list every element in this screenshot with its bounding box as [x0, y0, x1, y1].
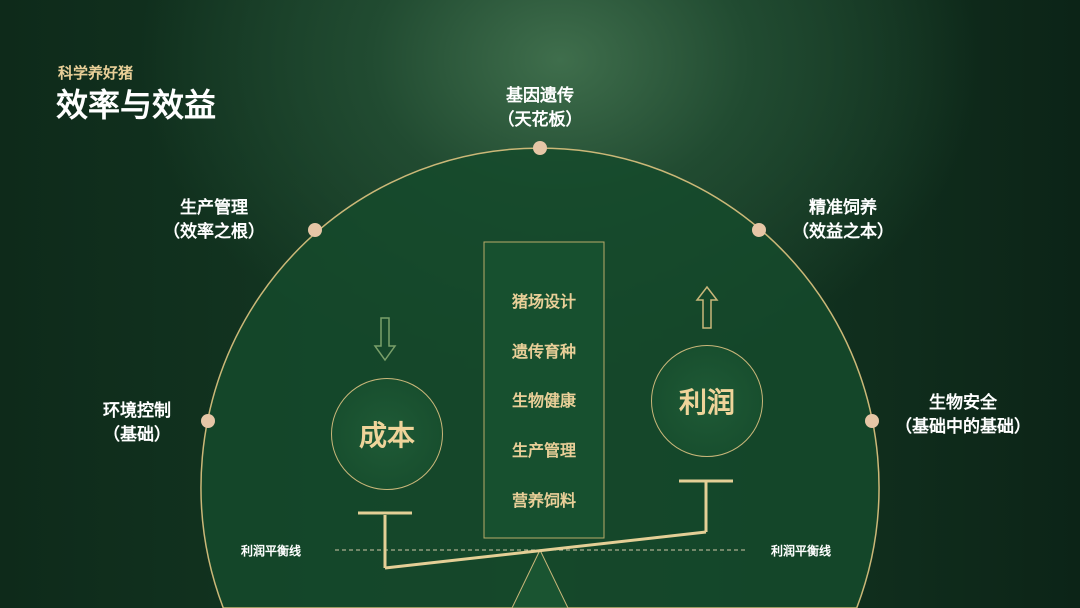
down-arrow-icon: [373, 317, 397, 362]
profit-circle: 利润: [651, 345, 763, 457]
node-biosecurity: 生物安全（基础中的基础）: [895, 393, 1031, 437]
slide-title: 效率与效益: [56, 86, 217, 124]
balance-line-label-left: 利润平衡线: [241, 544, 302, 558]
node-environment-control: 环境控制（基础）: [103, 401, 171, 445]
fulcrum-triangle: [511, 548, 569, 608]
center-item: 生产管理: [511, 441, 576, 460]
node-dots: [201, 141, 879, 428]
node-production-management: 生产管理（效率之根）: [163, 198, 265, 242]
node-genetics: 基因遗传（天花板）: [497, 86, 583, 130]
cost-circle: 成本: [331, 378, 443, 490]
up-arrow-icon: [695, 285, 719, 329]
center-item: 遗传育种: [511, 342, 576, 361]
center-box: [483, 241, 605, 539]
slide-subtitle: 科学养好猪: [58, 64, 134, 82]
center-item: 生物健康: [511, 391, 576, 410]
center-item: 猪场设计: [511, 292, 576, 311]
center-item: 营养饲料: [511, 491, 576, 510]
lever-beam: [384, 530, 707, 570]
balance-line-label-right: 利润平衡线: [771, 544, 832, 558]
node-precision-feeding: 精准饲养（效益之本）: [792, 198, 894, 242]
